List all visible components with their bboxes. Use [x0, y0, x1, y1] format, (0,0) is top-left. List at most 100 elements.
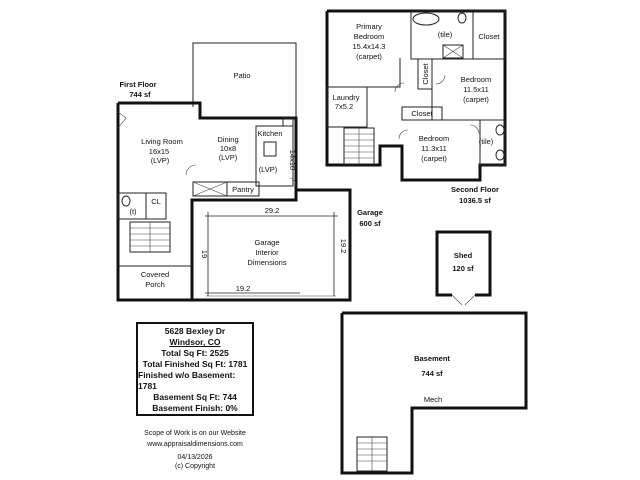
stove	[282, 117, 294, 127]
shed: Shed 120 sf	[435, 230, 492, 306]
garage-interior-line2: Interior	[255, 248, 279, 257]
total-sqft: Total Sq Ft: 2525	[161, 348, 229, 358]
kitchen-outline	[255, 125, 294, 187]
toilet-icon	[121, 195, 131, 207]
dining-dims: 10x8	[220, 144, 236, 153]
website: www.appraisaldimensions.com	[147, 441, 243, 448]
laundry-dims: 7x5.2	[335, 102, 353, 111]
garage-depth-left: 19	[200, 250, 209, 258]
pantry-label: Pantry	[232, 185, 254, 194]
second-floor-outline	[325, 9, 507, 182]
garage-depth-right: 19.2	[339, 239, 348, 254]
sink-icon	[495, 149, 505, 161]
garage-interior-line3: Dimensions	[247, 258, 286, 267]
shed-door-icon	[451, 294, 476, 306]
second-floor-title: Second Floor	[451, 185, 499, 194]
bedroom3-dims: 11.3x11	[421, 144, 447, 153]
garage: Garage 600 sf 29.2 19.2 19 19.2 Garage I…	[192, 188, 383, 302]
hall-bath	[479, 119, 506, 166]
dining-name: Dining	[217, 135, 238, 144]
primary-bedroom-floor: (carpet)	[356, 52, 382, 61]
patio-label: Patio	[233, 71, 250, 80]
covered-porch-line1: Covered	[141, 270, 169, 279]
finished-wo-basement: Finished w/o Basement: 1781	[138, 370, 236, 391]
bedroom2-name: Bedroom	[461, 75, 491, 84]
living-room-name: Living Room	[141, 137, 183, 146]
date: 04/13/2026	[177, 454, 213, 461]
covered-porch-line2: Porch	[145, 280, 165, 289]
pantry-outline	[226, 181, 260, 197]
hall-bath-tile: (tile)	[479, 137, 494, 146]
primary-bedroom-name-line1: Primary	[356, 22, 382, 31]
primary-bath-tile: (tile)	[438, 30, 453, 39]
door-swing-icon	[394, 82, 405, 93]
dining-floor: (LVP)	[219, 153, 238, 162]
basement-outline	[340, 311, 528, 475]
door-swing-icon	[398, 129, 409, 140]
basement-stairs	[356, 436, 388, 472]
primary-bedroom-wall	[327, 58, 401, 88]
shed-area: 120 sf	[452, 264, 474, 273]
primary-bedroom-name-line2: Bedroom	[354, 32, 384, 41]
landing-x2	[192, 181, 228, 197]
living-corner	[117, 111, 127, 129]
garage-title: Garage	[357, 208, 383, 217]
city: Windsor, CO	[169, 337, 221, 347]
closet-hall-label: Closet	[411, 109, 433, 118]
basement-name: Basement	[414, 354, 450, 363]
first-floor-stairs	[129, 221, 171, 253]
patio-outline	[192, 42, 297, 118]
shed-outline	[435, 230, 492, 297]
address: 5628 Bexley Dr	[164, 326, 226, 336]
garage-width-bottom: 19.2	[236, 284, 251, 293]
bedroom2-dims: 11.5x11	[463, 85, 489, 94]
kitchen-name: Kitchen	[257, 129, 282, 138]
cl-label: CL	[151, 197, 161, 206]
bedroom3-floor: (carpet)	[421, 154, 447, 163]
basement-mech: Mech	[424, 395, 442, 404]
kitchen-floor: (LVP)	[259, 165, 278, 174]
primary-bedroom-dims: 15.4x14.3	[353, 42, 386, 51]
bedroom3-name: Bedroom	[419, 134, 449, 143]
basement-finish: Basement Finish: 0%	[152, 403, 238, 413]
second-floor-area: 1036.5 sf	[459, 196, 491, 205]
first-floor-title: First Floor	[119, 80, 156, 89]
second-floor-stairs	[343, 127, 375, 165]
property-info-box: 5628 Bexley Dr Windsor, CO Total Sq Ft: …	[136, 322, 254, 416]
bedroom2-floor: (carpet)	[463, 95, 489, 104]
garage-width-top: 29.2	[265, 206, 280, 215]
shower-x2	[442, 44, 464, 59]
living-room-floor: (LVP)	[151, 156, 170, 165]
half-bath	[117, 192, 167, 220]
toilet-icon	[457, 12, 467, 24]
kitchen-dims: 14x10	[288, 150, 297, 170]
copyright: (c) Copyright	[174, 463, 216, 470]
first-floor-area: 744 sf	[129, 90, 151, 99]
closet-vertical-label: Closet	[421, 62, 430, 84]
kitchen-island	[263, 141, 277, 157]
living-room-dims: 16x15	[149, 147, 169, 156]
basement-sqft: Basement Sq Ft: 744	[153, 392, 237, 402]
shower-icon	[442, 44, 464, 59]
garage-outline	[192, 188, 352, 302]
door-swing-icon	[185, 164, 197, 176]
toilet-icon	[495, 124, 505, 136]
basement: Basement 744 sf Mech	[340, 311, 528, 475]
door-swing-icon	[469, 124, 480, 135]
scope-note: Scope of Work is on our Website	[144, 430, 246, 437]
first-floor-outline	[116, 101, 298, 302]
laundry-room	[326, 86, 368, 128]
garage-interior-line1: Garage	[254, 238, 279, 247]
first-floor: First Floor 744 sf Patio Living Room 16x…	[116, 42, 298, 302]
door-swing-icon	[435, 74, 446, 85]
closet-primary	[472, 10, 506, 60]
basement-area: 744 sf	[421, 369, 443, 378]
laundry-name: Laundry	[332, 93, 359, 102]
toilet-label: (t)	[129, 207, 137, 216]
total-finished-sqft: Total Finished Sq Ft: 1781	[142, 359, 248, 369]
bathtub-icon	[412, 12, 440, 26]
garage-area: 600 sf	[359, 219, 381, 228]
second-floor: Primary Bedroom 15.4x14.3 (carpet) (tile…	[325, 9, 507, 205]
closet-primary-label: Closet	[478, 32, 500, 41]
